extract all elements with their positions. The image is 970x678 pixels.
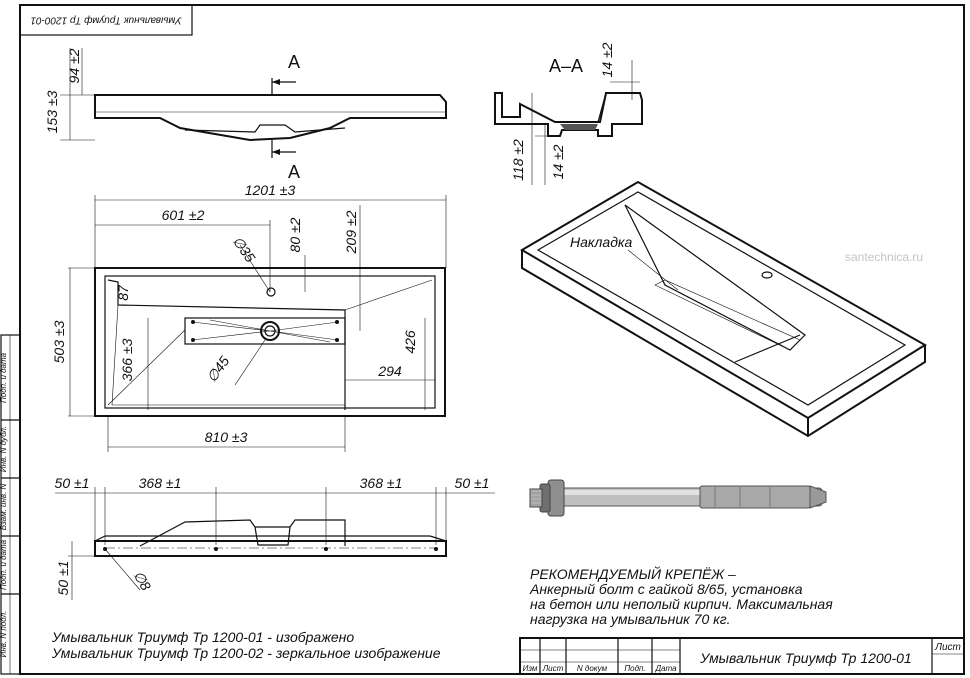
fastener-line-3: нагрузка на умывальник 70 кг. (530, 611, 731, 627)
isometric-view (520, 180, 927, 438)
dim-50-vertical: 50 ±1 (55, 561, 71, 596)
cut-label-top: А (288, 52, 300, 72)
fastener-title: РЕКОМЕНДУЕМЫЙ КРЕПЁЖ – (530, 565, 736, 582)
dim-153: 153 ±3 (44, 90, 60, 133)
dim-118: 118 ±2 (510, 139, 526, 181)
tb-name: Умывальник Триумф Тр 1200-01 (699, 650, 911, 666)
drawing-frame (19, 4, 965, 675)
bottom-view (55, 487, 495, 600)
dim-diam-35: ∅35 (230, 233, 259, 265)
dim-503: 503 ±3 (51, 320, 67, 363)
dim-diam-45: ∅45 (203, 353, 232, 385)
dim-294: 294 (377, 363, 402, 379)
stamp-text: Умывальник Триумф Тр 1200-01 (31, 14, 183, 26)
section-title: А–А (549, 56, 583, 76)
dim-50-left: 50 ±1 (55, 475, 90, 491)
dim-diam-8: ∅8 (130, 568, 154, 593)
dim-368-left: 368 ±1 (139, 475, 182, 491)
tb-sheet-label: Лист (934, 642, 961, 653)
dim-366: 366 ±3 (119, 338, 135, 381)
sidebar-cell-4: Подп. и дата (0, 539, 8, 590)
plan-view (68, 195, 447, 452)
sidebar-cell-3: Взам. инв. N (0, 483, 8, 530)
cut-label-bottom: А (288, 162, 300, 182)
watermark: santechnica.ru (845, 250, 923, 264)
tb-col-izm: Изм (523, 664, 538, 673)
caption-line-1: Умывальник Триумф Тр 1200-01 - изображен… (51, 629, 354, 645)
dim-50-right: 50 ±1 (455, 475, 490, 491)
dim-14-bottom: 14 ±2 (550, 144, 566, 179)
sidebar-cell-1: Подп. и дата (0, 352, 8, 403)
anchor-bolt-image (529, 479, 827, 517)
title-block (519, 637, 965, 675)
sidebar-cell-5: Инв. N подл. (0, 611, 8, 658)
stamp-box (19, 4, 193, 36)
dim-368-right: 368 ±1 (360, 475, 403, 491)
dim-1201: 1201 ±3 (245, 182, 296, 198)
left-sidebar: Подп. и дата Инв. N дубл. Взам. инв. N П… (0, 334, 21, 675)
sidebar-cell-2: Инв. N дубл. (0, 426, 8, 472)
tb-col-list: Лист (542, 664, 564, 673)
caption-line-2: Умывальник Триумф Тр 1200-02 - зеркально… (51, 645, 441, 661)
dim-80: 80 ±2 (287, 217, 303, 252)
dim-14-top: 14 ±2 (599, 42, 615, 77)
fastener-line-1: Анкерный болт с гайкой 8/65, установка (529, 581, 803, 597)
tb-col-doc: N докум (577, 664, 608, 673)
section-view (494, 60, 643, 185)
tb-col-sign: Подп. (624, 664, 645, 673)
front-view (60, 48, 447, 158)
dim-601: 601 ±2 (162, 207, 205, 223)
dim-87: 87 (115, 284, 131, 301)
overlay-label: Накладка (570, 234, 633, 250)
tb-col-date: Дата (654, 664, 677, 673)
dim-810: 810 ±3 (205, 429, 248, 445)
dim-94: 94 ±2 (66, 48, 82, 83)
dim-209: 209 ±2 (343, 210, 359, 254)
dim-426: 426 (402, 330, 418, 354)
fastener-line-2: на бетон или неполый кирпич. Максимальна… (530, 596, 833, 612)
